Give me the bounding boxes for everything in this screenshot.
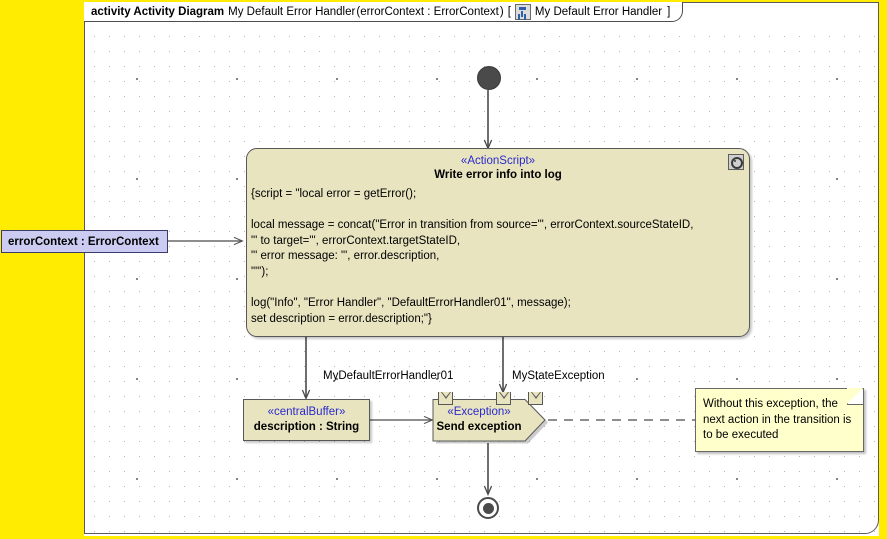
frame-parameter: errorContext : ErrorContext bbox=[360, 5, 499, 18]
frame-keyword: activity Activity Diagram bbox=[91, 5, 225, 18]
note-fold-corner bbox=[847, 388, 863, 405]
activity-final-node[interactable] bbox=[477, 497, 499, 519]
selection-band-top bbox=[84, 0, 879, 3]
exception-stereotype: «Exception» bbox=[447, 406, 511, 418]
frame-paren-open: ( bbox=[356, 5, 361, 18]
script-gear-icon bbox=[728, 154, 744, 170]
activity-diagram-icon bbox=[514, 3, 531, 20]
frame-bracket-close: ] bbox=[667, 5, 671, 18]
initial-node[interactable] bbox=[477, 66, 501, 90]
action-stereotype: «ActionScript» bbox=[460, 155, 536, 167]
central-buffer-node-description[interactable]: «centralBuffer» description : String bbox=[243, 399, 370, 441]
selection-band-left bbox=[0, 0, 84, 539]
action-node-write-error-info[interactable]: «ActionScript» Write error info into log… bbox=[246, 148, 750, 337]
frame-name: My Default Error Handler bbox=[228, 5, 356, 18]
note-text: Without this exception, the next action … bbox=[703, 398, 852, 441]
buffer-stereotype: «centralBuffer» bbox=[267, 406, 346, 418]
input-pin-mystateexception[interactable] bbox=[528, 392, 543, 405]
input-pin-exception-flow[interactable] bbox=[496, 392, 511, 405]
selection-band-right bbox=[879, 0, 887, 539]
exception-name: Send exception bbox=[436, 421, 522, 433]
frame-paren-close: ) bbox=[499, 5, 504, 18]
frame-context-name: My Default Error Handler bbox=[534, 5, 663, 18]
frame-bracket-open: [ bbox=[507, 5, 511, 18]
input-pin-mydefaulterrorhandler01[interactable] bbox=[438, 392, 453, 405]
selection-band-bottom bbox=[84, 536, 879, 539]
pin-label-mydefaulterrorhandler01: MyDefaultErrorHandler01 bbox=[323, 370, 454, 382]
activity-parameter-errorcontext[interactable]: errorContext : ErrorContext bbox=[1, 230, 168, 253]
send-exception-node[interactable]: «Exception» Send exception bbox=[432, 399, 548, 444]
comment-note[interactable]: Without this exception, the next action … bbox=[695, 388, 864, 452]
action-title: Write error info into log bbox=[434, 169, 562, 181]
action-script-body: {script = "local error = getError(); loc… bbox=[251, 188, 694, 325]
parameter-label: errorContext : ErrorContext bbox=[8, 235, 159, 248]
buffer-name: description : String bbox=[253, 421, 360, 433]
frame-header[interactable]: activity Activity Diagram My Default Err… bbox=[84, 2, 684, 22]
pin-label-mystateexception: MyStateException bbox=[512, 370, 605, 382]
